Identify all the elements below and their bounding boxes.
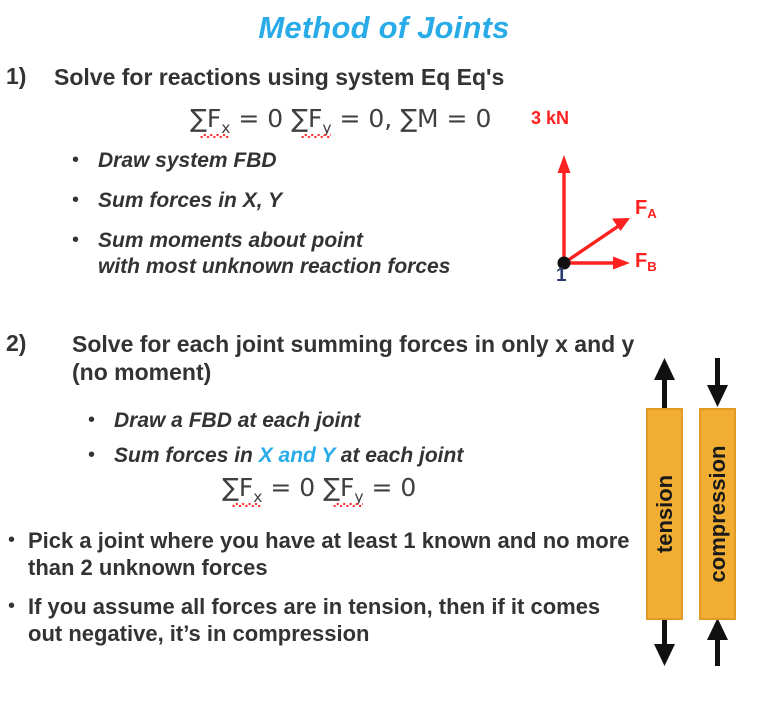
joint-sum-fx-term: ∑Fx bbox=[222, 473, 263, 507]
bullet-sum-moments-text: Sum moments about point with most unknow… bbox=[98, 229, 451, 278]
page-title: Method of Joints bbox=[258, 10, 510, 45]
force-b-arrow bbox=[564, 256, 630, 270]
bullet-tension-negative: • If you assume all forces are in tensio… bbox=[8, 594, 632, 648]
bullet-dot-icon: • bbox=[72, 229, 80, 251]
bullet-draw-joint-fbd-text: Draw a FBD at each joint bbox=[114, 409, 361, 432]
section-1-heading-post: Eq Eq's bbox=[414, 64, 505, 90]
force-a-label: FA bbox=[635, 197, 657, 221]
bullet-dot-icon: • bbox=[88, 409, 96, 431]
equation-system-equilibrium: ∑Fx = 0 ∑Fy = 0, ∑M = 0 bbox=[190, 104, 492, 138]
bullet-dot-icon: • bbox=[8, 595, 16, 617]
compression-top-arrow bbox=[707, 358, 728, 407]
bullet-sum-forces-joint: • Sum forces in X and Y at each joint bbox=[88, 443, 628, 469]
section-1-heading: 1) Solve for reactions using system Eq E… bbox=[6, 63, 706, 91]
bullet-draw-system-fbd-text: Draw system FBD bbox=[98, 149, 277, 172]
section-2-marker: 2) bbox=[6, 330, 27, 356]
bullet-dot-icon: • bbox=[72, 189, 80, 211]
bullet-pick-joint-text: Pick a joint where you have at least 1 k… bbox=[28, 528, 630, 580]
bullet-sum-moments: • Sum moments about point with most unkn… bbox=[72, 228, 592, 279]
sum-fx-value: = 0 bbox=[230, 104, 292, 133]
section-1-marker: 1) bbox=[6, 63, 27, 89]
joint-sum-fy-subscript: y bbox=[354, 487, 364, 506]
tension-member-bar: tension bbox=[646, 408, 683, 620]
bullet-sum-forces-post: at each joint bbox=[334, 444, 464, 467]
joint-number-label: 1 bbox=[556, 265, 567, 286]
bullet-dot-icon: • bbox=[88, 444, 96, 466]
section-1-heading-text: Solve for reactions using system Eq Eq's bbox=[54, 63, 504, 91]
free-body-diagram: 3 kN FA FB 1 bbox=[520, 105, 750, 300]
sum-fx-term: ∑Fx bbox=[190, 104, 231, 138]
force-a-arrow bbox=[563, 218, 630, 265]
section-2-heading: 2) Solve for each joint summing forces i… bbox=[6, 330, 646, 386]
joint-sum-fy-value: = 0 bbox=[363, 473, 417, 502]
compression-member-bar: compression bbox=[699, 408, 736, 620]
bullet-sum-forces-xy-text: Sum forces in X, Y bbox=[98, 189, 283, 212]
bullet-sum-forces-xy: • Sum forces in X, Y bbox=[72, 188, 592, 214]
compression-member-label: compression bbox=[704, 445, 730, 583]
bullet-sum-forces-highlight: X and Y bbox=[258, 444, 335, 467]
joint-sum-fx-subscript: x bbox=[253, 487, 263, 506]
sum-fy-symbol: ∑F bbox=[291, 104, 323, 133]
bullet-draw-joint-fbd: • Draw a FBD at each joint bbox=[88, 408, 608, 434]
sum-fy-subscript: y bbox=[322, 118, 332, 137]
section-1-heading-emphasis: system bbox=[335, 64, 415, 90]
tension-bottom-arrow bbox=[654, 620, 675, 666]
force-b-subscript: B bbox=[647, 258, 657, 274]
bullet-sum-forces-pre: Sum forces in bbox=[114, 444, 259, 467]
section-1-heading-pre: Solve for reactions using bbox=[54, 64, 336, 90]
sum-fy-term: ∑Fy bbox=[291, 104, 332, 138]
joint-sum-fx-symbol: ∑F bbox=[222, 473, 254, 502]
bullet-dot-icon: • bbox=[72, 149, 80, 171]
joint-sum-fy-term: ∑Fy bbox=[323, 473, 364, 507]
force-b-symbol: F bbox=[635, 250, 648, 272]
equation-joint-equilibrium: ∑Fx = 0 ∑Fy = 0 bbox=[222, 473, 417, 507]
bullet-dot-icon: • bbox=[8, 529, 16, 551]
sum-m-value: = 0 bbox=[438, 104, 492, 133]
force-a-symbol: F bbox=[635, 197, 648, 219]
fbd-arrows-svg bbox=[557, 155, 630, 270]
force-a-subscript: A bbox=[647, 205, 657, 221]
tension-top-arrow bbox=[654, 358, 675, 408]
compression-bottom-arrow bbox=[707, 618, 728, 666]
load-label-3kn: 3 kN bbox=[531, 108, 570, 128]
force-b-label: FB bbox=[635, 250, 657, 274]
joint-node-dot bbox=[557, 256, 571, 270]
bullet-pick-joint: • Pick a joint where you have at least 1… bbox=[8, 528, 642, 582]
sum-m-symbol: ∑M bbox=[400, 104, 439, 133]
joint-sum-fx-value: = 0 bbox=[262, 473, 324, 502]
joint-sum-fy-symbol: ∑F bbox=[323, 473, 355, 502]
tension-member-label: tension bbox=[651, 474, 677, 554]
bullet-sum-forces-joint-text: Sum forces in X and Y at each joint bbox=[114, 443, 463, 469]
member-arrows-svg bbox=[654, 358, 728, 666]
sum-fy-value: = 0, bbox=[331, 104, 401, 133]
section-2-heading-text: Solve for each joint summing forces in o… bbox=[72, 331, 635, 386]
sum-fx-symbol: ∑F bbox=[190, 104, 222, 133]
load-arrow-3kn bbox=[557, 155, 571, 263]
bullet-draw-system-fbd: • Draw system FBD bbox=[72, 148, 592, 174]
tension-compression-diagram: tension compression bbox=[630, 352, 760, 672]
sum-fx-subscript: x bbox=[221, 118, 231, 137]
bullet-tension-negative-text: If you assume all forces are in tension,… bbox=[28, 594, 601, 646]
